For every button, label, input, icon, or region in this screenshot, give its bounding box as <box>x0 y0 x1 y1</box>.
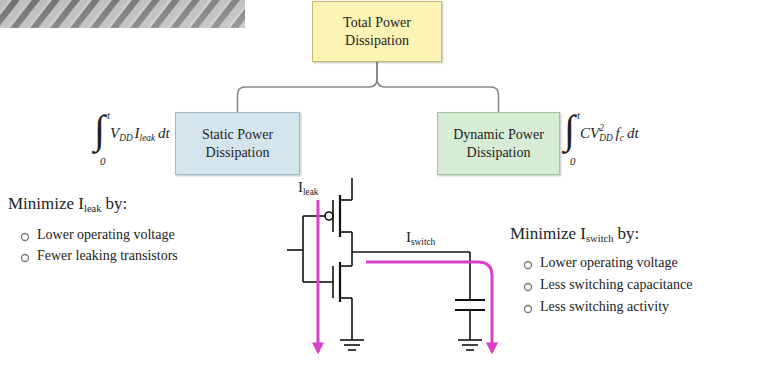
label-text: c <box>620 133 624 143</box>
label-text: by: <box>106 194 128 213</box>
label-text: switch <box>411 237 435 247</box>
bullet-text: Lower operating voltage <box>540 255 678 272</box>
switch-current-arrow <box>366 262 492 352</box>
section-heading: Minimize Iswitch by: <box>510 224 639 246</box>
label-text: leak <box>303 187 318 197</box>
label-text: DD <box>119 133 132 143</box>
label-text: Minimize I <box>510 224 586 243</box>
bracket-connector <box>238 62 378 112</box>
power-box: Dynamic Power Dissipation <box>437 112 560 175</box>
label-text: Minimize I <box>8 194 84 213</box>
box-text: Dynamic Power Dissipation <box>446 126 551 161</box>
integral-sign: ∫ <box>94 110 105 150</box>
integral-limit: t <box>107 104 110 123</box>
box-text: Static Power Dissipation <box>184 126 291 161</box>
bullet-text: Less switching capacitance <box>540 277 692 294</box>
label-text: DD <box>599 133 612 143</box>
label-text: I <box>406 229 411 245</box>
label-text: leak <box>84 203 102 214</box>
bullet-marks <box>22 234 532 313</box>
leak-current-arrow <box>317 200 320 352</box>
integral-limit: t <box>577 104 580 123</box>
bracket-connector <box>377 62 499 112</box>
label-text: ∫ <box>94 107 105 152</box>
label-text: by: <box>618 224 640 243</box>
box-text: Total Power Dissipation <box>321 14 433 49</box>
bullet-text: Less switching activity <box>540 299 669 316</box>
label-text: I <box>135 125 140 141</box>
static-formula: VDDIleakdt <box>110 124 170 144</box>
label-text: Fewer leaking transistors <box>37 248 178 263</box>
label-text: V <box>110 125 119 141</box>
current-label: Ileak <box>298 178 318 198</box>
label-text: dt <box>158 125 170 141</box>
section-heading: Minimize Ileak by: <box>8 194 127 216</box>
label-text: 0 <box>570 155 576 167</box>
label-text: t <box>107 109 110 121</box>
label-text: 0 <box>100 155 106 167</box>
current-label: Iswitch <box>406 228 435 248</box>
dynamic-formula: CV2DDfcdt <box>580 124 639 144</box>
label-text: CV <box>580 125 599 141</box>
integral-limit: 0 <box>570 150 576 169</box>
label-text: t <box>577 109 580 121</box>
label-text: leak <box>140 133 155 143</box>
label-text: f <box>616 125 620 141</box>
label-text: Lower operating voltage <box>540 255 678 270</box>
label-text: Less switching capacitance <box>540 277 692 292</box>
label-text: Lower operating voltage <box>37 227 175 242</box>
label-text: Less switching activity <box>540 299 669 314</box>
label-text: ∫ <box>564 107 575 152</box>
bullet-text: Lower operating voltage <box>37 227 175 244</box>
label-text: switch <box>586 233 614 244</box>
integral-sign: ∫ <box>564 110 575 150</box>
power-box: Static Power Dissipation <box>175 112 300 175</box>
label-text: dt <box>627 125 639 141</box>
power-box: Total Power Dissipation <box>312 1 442 62</box>
integral-limit: 0 <box>100 150 106 169</box>
label-text: I <box>298 179 303 195</box>
sem-photo <box>0 0 245 28</box>
bullet-text: Fewer leaking transistors <box>37 248 178 265</box>
